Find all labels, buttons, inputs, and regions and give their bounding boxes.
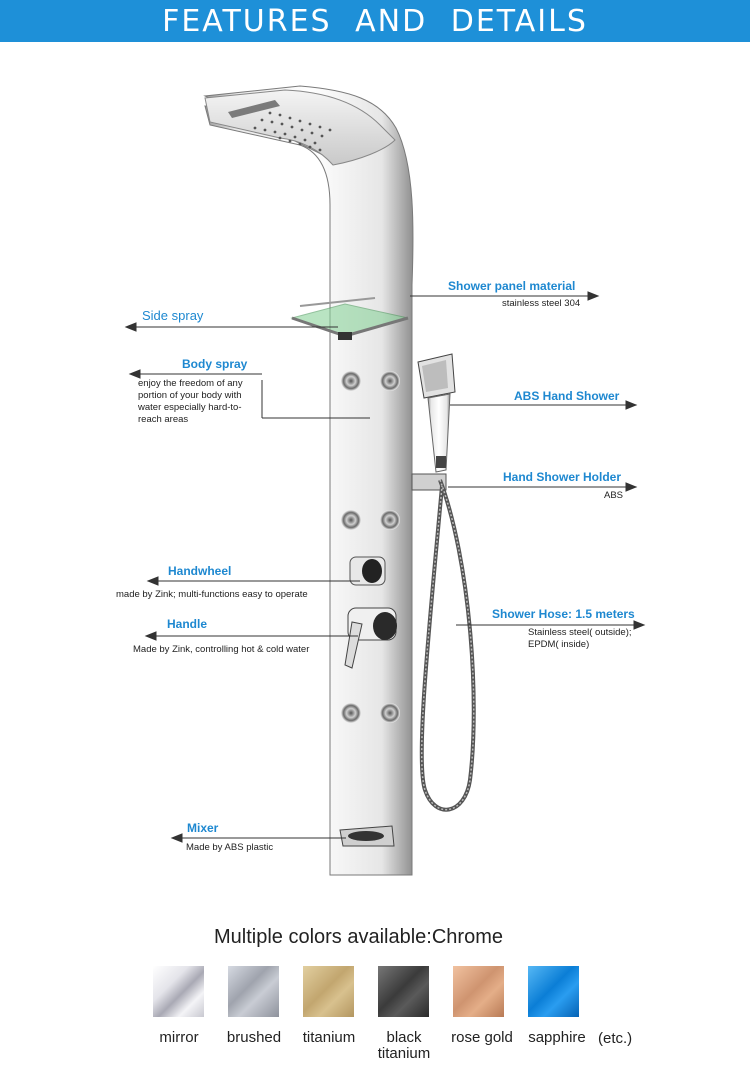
rain-head-nozzles	[253, 111, 332, 152]
handwheel-title: Handwheel	[168, 564, 232, 578]
holder-title: Hand Shower Holder	[503, 470, 622, 484]
handwheel-knob	[349, 556, 386, 586]
hand-shower	[417, 353, 456, 473]
page-title: FEATURES AND DETAILS	[162, 3, 588, 39]
swatch-rose-gold[interactable]	[453, 966, 504, 1017]
handle-detail: Made by Zink, controlling hot & cold wat…	[133, 644, 310, 655]
swatch-black-titanium[interactable]	[378, 966, 429, 1017]
mixing-handle	[344, 607, 397, 669]
swatch-label-black-titanium: black titanium	[359, 1030, 449, 1062]
hose-title: Shower Hose: 1.5 meters	[492, 607, 635, 621]
panel-material-title: Shower panel material	[448, 279, 576, 293]
hand-shower-holder	[411, 473, 447, 491]
swatch-sapphire[interactable]	[528, 966, 579, 1017]
hose-detail-inside: EPDM( inside)	[528, 639, 590, 650]
swatch-label-rose-gold: rose gold	[451, 1029, 513, 1046]
handle-title: Handle	[167, 617, 208, 631]
swatch-label-titanium-2: titanium	[377, 1045, 431, 1062]
mixer-title: Mixer	[187, 821, 219, 835]
colors-etc: (etc.)	[598, 1030, 633, 1047]
swatch-label-brushed: brushed	[226, 1029, 282, 1046]
page-header-banner: FEATURES AND DETAILS	[0, 0, 750, 42]
panel-body	[203, 85, 414, 876]
swatch-label-black: black	[386, 1029, 422, 1046]
side-spray-title: Side spray	[142, 308, 204, 323]
colors-title: Multiple colors available:Chrome	[213, 926, 503, 948]
swatch-label-titanium: titanium	[302, 1029, 356, 1046]
body-spray-title: Body spray	[182, 357, 248, 371]
shower-hose	[419, 479, 476, 812]
mixer-detail: Made by ABS plastic	[186, 842, 274, 853]
shower-panel-illustration	[124, 85, 646, 876]
handwheel-detail: made by Zink; multi-functions easy to op…	[116, 589, 308, 600]
glass-shelf	[290, 297, 409, 340]
hose-detail-outside: Stainless steel( outside);	[528, 627, 632, 638]
swatch-brushed[interactable]	[228, 966, 279, 1017]
panel-material-detail: stainless steel 304	[502, 298, 581, 309]
swatch-titanium[interactable]	[303, 966, 354, 1017]
swatch-label-sapphire: sapphire	[528, 1029, 586, 1046]
hand-shower-title: ABS Hand Shower	[514, 389, 620, 403]
holder-detail: ABS	[604, 490, 624, 501]
body-spray-detail: enjoy the freedom of any portion of your…	[138, 378, 243, 425]
swatch-label-mirror: mirror	[159, 1029, 199, 1046]
swatch-mirror[interactable]	[153, 966, 204, 1017]
body-spray-jets	[341, 371, 400, 723]
